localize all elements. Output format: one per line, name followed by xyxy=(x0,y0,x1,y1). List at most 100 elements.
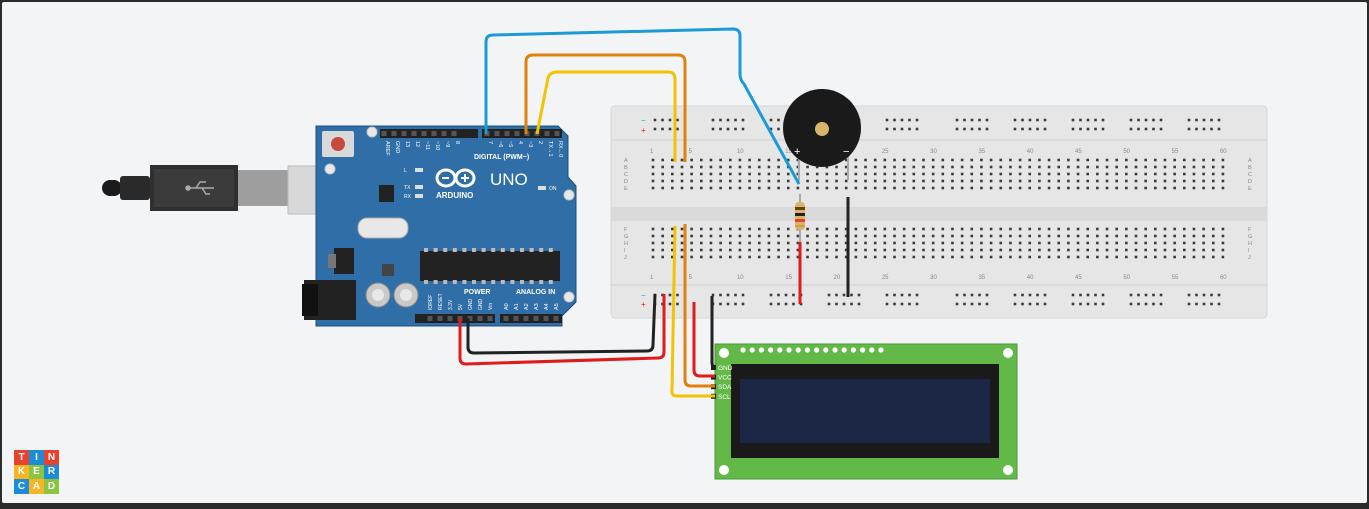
breadboard-column-number: 30 xyxy=(930,275,937,281)
wire-black-lcd-gnd xyxy=(710,296,716,369)
breadboard-column-number: 40 xyxy=(1027,149,1034,155)
digital-pin-label: 12 xyxy=(414,141,420,147)
logo-letter: R xyxy=(44,464,59,480)
breadboard-row-letter: B xyxy=(624,165,628,171)
breadboard-row-letter: C xyxy=(624,172,628,178)
breadboard-column-number: 10 xyxy=(737,149,744,155)
analog-pin-label: A4 xyxy=(544,303,550,310)
wire-yellow-scl xyxy=(535,70,677,162)
digital-pin[interactable] xyxy=(554,131,560,136)
breadboard-row-letter: H xyxy=(1248,241,1252,247)
analog-pin[interactable] xyxy=(553,316,559,321)
breadboard-row-letter: C xyxy=(1248,172,1252,178)
breadboard-row-letter: B xyxy=(1248,165,1252,171)
piezo-buzzer[interactable]: + − xyxy=(783,89,861,180)
digital-pin[interactable] xyxy=(421,131,427,136)
digital-pin[interactable] xyxy=(381,131,387,136)
lcd-pin-label: GND xyxy=(718,365,733,372)
breadboard-column-number: 55 xyxy=(1172,149,1179,155)
power-pin-label: GND xyxy=(468,299,474,311)
analog-pin-label: A3 xyxy=(534,303,540,310)
power-pin[interactable] xyxy=(467,316,473,321)
digital-pin-label: RX←0 xyxy=(557,141,563,157)
wire-red-5v xyxy=(458,294,666,366)
breadboard-row-letter: I xyxy=(624,248,626,254)
power-pin[interactable] xyxy=(487,316,493,321)
breadboard-column-number: 50 xyxy=(1123,275,1130,281)
wire-orange-sda-lcd xyxy=(683,224,715,388)
power-pin-label: IOREF xyxy=(428,295,434,310)
logo-letter: K xyxy=(14,464,29,480)
lcd-pin-label: VCC xyxy=(718,375,732,382)
breadboard-row-letter: J xyxy=(624,255,627,261)
crystal-oscillator xyxy=(357,217,409,239)
digital-pin-label: 7 xyxy=(487,141,493,144)
breadboard-column-number: 45 xyxy=(1075,275,1082,281)
digital-header-label: DIGITAL (PWM~) xyxy=(474,154,529,161)
digital-pin[interactable] xyxy=(401,131,407,136)
rail-minus-label: − xyxy=(641,116,646,125)
breadboard-column-number: 15 xyxy=(785,275,792,281)
digital-pin[interactable] xyxy=(431,131,437,136)
analog-pin[interactable] xyxy=(503,316,509,321)
logo-letter: A xyxy=(29,479,44,494)
breadboard-row-letter: I xyxy=(1248,248,1250,254)
wires[interactable] xyxy=(458,27,850,398)
digital-pin-label: ~9 xyxy=(444,141,450,147)
digital-pin[interactable] xyxy=(544,131,550,136)
digital-pin[interactable] xyxy=(411,131,417,136)
power-pin[interactable] xyxy=(477,316,483,321)
digital-pin-label: 13 xyxy=(404,141,410,147)
logo-letter: I xyxy=(29,450,44,465)
breadboard[interactable]: 1155101015152020252530303535404045455050… xyxy=(610,105,1268,319)
logo-letter: N xyxy=(44,450,59,465)
arduino-logo-icon xyxy=(435,168,476,188)
breadboard-column-number: 15 xyxy=(785,149,792,155)
logo-letter: D xyxy=(44,479,59,494)
digital-pin[interactable] xyxy=(391,131,397,136)
breadboard-column-number: 20 xyxy=(834,275,841,281)
rail-plus-label: + xyxy=(641,126,646,135)
breadboard-row-letter: G xyxy=(1248,234,1252,240)
atmega-chip xyxy=(420,251,560,281)
wire-blue-buzzer xyxy=(484,27,801,185)
breadboard-row-letter: A xyxy=(1248,158,1252,164)
board-model: UNO xyxy=(490,170,528,189)
usb-cable[interactable] xyxy=(102,165,353,215)
breadboard-row-letter: E xyxy=(1248,186,1252,192)
power-pin[interactable] xyxy=(427,316,433,321)
breadboard-row-letter: D xyxy=(1248,179,1252,185)
reset-button[interactable] xyxy=(331,137,345,151)
breadboard-row-letter: J xyxy=(1248,255,1251,261)
logo-letter: C xyxy=(14,479,29,494)
analog-pin[interactable] xyxy=(513,316,519,321)
digital-pin[interactable] xyxy=(441,131,447,136)
buzzer-plus-label: + xyxy=(794,146,800,158)
analog-pin[interactable] xyxy=(533,316,539,321)
breadboard-row-letter: E xyxy=(624,186,628,192)
power-pin-label: Vin xyxy=(488,303,494,310)
digital-pin[interactable] xyxy=(451,131,457,136)
arduino-uno-board[interactable]: UNO ARDUINO DIGITAL (PWM~) POWER ANALOG … xyxy=(302,125,577,327)
analog-pin-label: A2 xyxy=(524,303,530,310)
digital-pin[interactable] xyxy=(504,131,510,136)
breadboard-column-number: 55 xyxy=(1172,275,1179,281)
digital-pin[interactable] xyxy=(514,131,520,136)
power-pin[interactable] xyxy=(447,316,453,321)
digital-pin-label: TX→1 xyxy=(547,141,553,157)
resistor[interactable] xyxy=(795,194,805,242)
digital-pin-label: 4 xyxy=(517,141,523,144)
breadboard-row-letter: G xyxy=(624,234,628,240)
digital-pin[interactable] xyxy=(494,131,500,136)
power-pin[interactable] xyxy=(437,316,443,321)
analog-pin[interactable] xyxy=(543,316,549,321)
analog-pin[interactable] xyxy=(523,316,529,321)
rail-plus-label: + xyxy=(641,300,646,309)
lcd-pin-label: SDA xyxy=(718,384,732,391)
breadboard-column-number: 50 xyxy=(1123,149,1130,155)
breadboard-column-number: 45 xyxy=(1075,149,1082,155)
on-led-label: ON xyxy=(549,186,557,192)
